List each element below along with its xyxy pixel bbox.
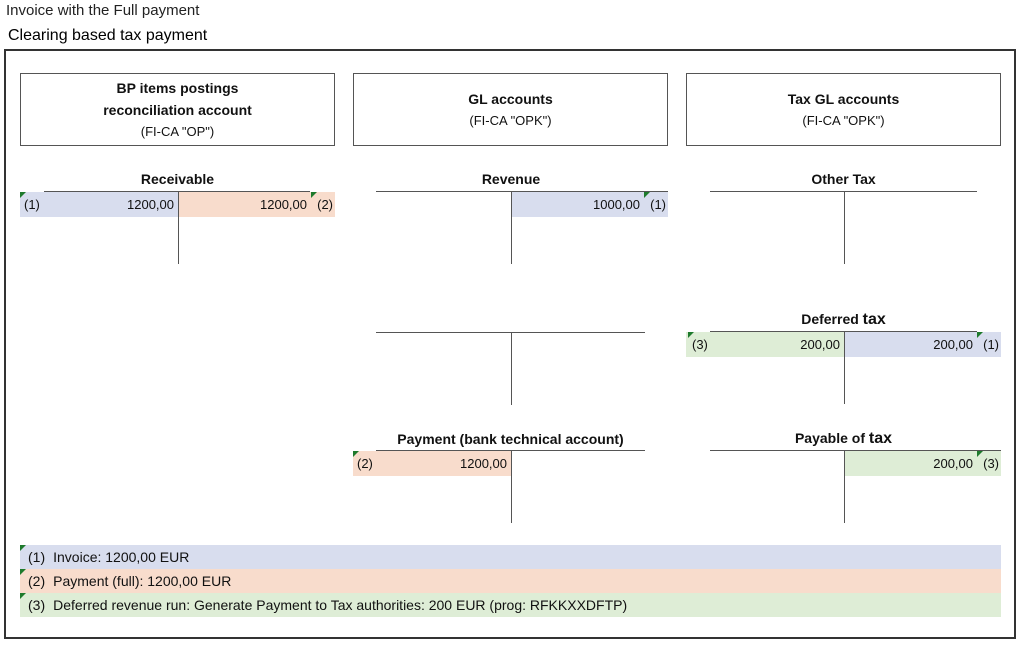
revenue-credit-amount: 1000,00 — [593, 197, 640, 212]
revenue-credit-cell: 1000,00 (1) — [511, 192, 668, 217]
header-bp-line3: (FI-CA "OP") — [140, 123, 215, 139]
diagram-caption: Invoice with the Full payment — [6, 2, 200, 19]
legend-ref: (1) — [28, 549, 46, 565]
flag-icon — [977, 332, 983, 338]
flag-icon — [20, 192, 26, 198]
deferred-tax-credit-cell: 200,00 (1) — [844, 332, 1001, 357]
deferred-tax-title: Deferred tax — [686, 311, 1001, 329]
diagram-frame — [4, 49, 1016, 639]
deferred-tax-vline — [844, 331, 845, 404]
flag-icon — [20, 593, 26, 599]
receivable-debit-cell: (1) 1200,00 — [20, 192, 178, 217]
payable-tax-hline — [710, 450, 1001, 451]
payment-debit-cell: (2) 1200,00 — [353, 451, 511, 476]
receivable-hline — [44, 191, 310, 192]
legend-text: Deferred revenue run: Generate Payment t… — [53, 597, 628, 613]
flag-icon — [688, 332, 694, 338]
diagram-title: Clearing based tax payment — [8, 27, 208, 44]
flag-icon — [644, 192, 650, 198]
deferred-tax-credit-ref: (1) — [983, 337, 999, 352]
header-tax-line1: Tax GL accounts — [787, 90, 900, 107]
other-tax-title: Other Tax — [811, 171, 876, 187]
revenue-credit-ref: (1) — [650, 197, 666, 212]
receivable-credit-amount: 1200,00 — [260, 197, 307, 212]
receivable-title: Receivable — [140, 171, 215, 187]
header-tax-gl-accounts: Tax GL accounts (FI-CA "OPK") — [686, 73, 1001, 146]
other-tax-vline — [844, 191, 845, 264]
revenue-vline — [511, 191, 512, 264]
payment-debit-ref: (2) — [357, 456, 373, 471]
header-tax-line2: (FI-CA "OPK") — [802, 112, 885, 128]
payable-tax-title-b: tax — [868, 430, 893, 447]
deferred-tax-credit-amount: 200,00 — [933, 337, 973, 352]
payable-tax-title-a: Payable of — [794, 430, 869, 446]
unnamed-gl-vline — [511, 332, 512, 405]
deferred-tax-hline — [710, 331, 977, 332]
payment-vline — [511, 450, 512, 523]
legend-ref: (2) — [28, 573, 46, 589]
other-tax-hline — [710, 191, 977, 192]
revenue-hline — [376, 191, 668, 192]
header-gl-accounts: GL accounts (FI-CA "OPK") — [353, 73, 668, 146]
header-bp-line1: BP items postings — [116, 79, 239, 96]
payment-title: Payment (bank technical account) — [397, 431, 624, 447]
deferred-tax-debit-ref: (3) — [692, 337, 708, 352]
header-gl-line2: (FI-CA "OPK") — [469, 112, 552, 128]
deferred-tax-debit-cell: (3) 200,00 — [686, 332, 844, 357]
legend-item-invoice: (1) Invoice: 1200,00 EUR — [20, 545, 1001, 569]
receivable-credit-ref: (2) — [317, 197, 333, 212]
receivable-debit-ref: (1) — [24, 197, 40, 212]
revenue-title: Revenue — [481, 171, 541, 187]
payable-tax-credit-ref: (3) — [983, 456, 999, 471]
legend-text: Payment (full): 1200,00 EUR — [53, 573, 232, 589]
receivable-vline — [178, 191, 179, 264]
payment-debit-amount: 1200,00 — [460, 456, 507, 471]
flag-icon — [353, 451, 359, 457]
payment-hline — [376, 450, 645, 451]
deferred-tax-title-a: Deferred — [801, 311, 863, 327]
legend-ref: (3) — [28, 597, 46, 613]
flag-icon — [311, 192, 317, 198]
deferred-tax-title-b: tax — [862, 311, 886, 328]
payable-tax-title: Payable of tax — [710, 430, 977, 448]
receivable-debit-amount: 1200,00 — [127, 197, 174, 212]
flag-icon — [977, 451, 983, 457]
payable-tax-vline — [844, 450, 845, 523]
unnamed-gl-hline — [376, 332, 645, 333]
header-bp-items: BP items postings reconciliation account… — [20, 73, 335, 146]
legend-item-payment: (2) Payment (full): 1200,00 EUR — [20, 569, 1001, 593]
deferred-tax-debit-amount: 200,00 — [800, 337, 840, 352]
legend-item-deferred-run: (3) Deferred revenue run: Generate Paymen… — [20, 593, 1001, 617]
flag-icon — [20, 569, 26, 575]
header-bp-line2: reconciliation account — [103, 101, 252, 118]
legend-text: Invoice: 1200,00 EUR — [53, 549, 190, 565]
payable-tax-credit-amount: 200,00 — [933, 456, 973, 471]
flag-icon — [20, 545, 26, 551]
payable-tax-credit-cell: 200,00 (3) — [844, 451, 1001, 476]
receivable-credit-cell: 1200,00 (2) — [178, 192, 335, 217]
header-gl-line1: GL accounts — [468, 90, 553, 107]
